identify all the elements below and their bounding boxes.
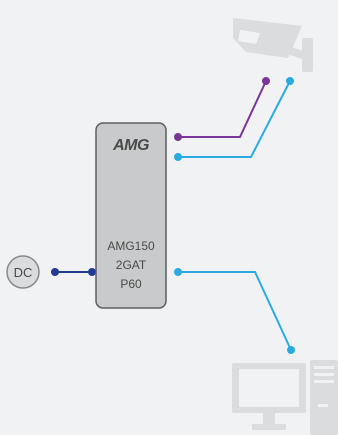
camera-link-purple [178,80,267,138]
device-model-line-1: AMG150 [107,239,155,253]
camera-port-blue [286,77,294,85]
dc-link-port-right [88,268,96,276]
device-model-line-3: P60 [120,277,142,291]
device-port-purple [174,133,182,141]
dc-label: DC [14,265,33,280]
device-model-line-2: 2GAT [116,258,147,272]
computer-link-blue [178,271,292,351]
dc-power-source: DC [6,255,40,289]
device-port-blue-bottom [174,268,182,276]
dc-link-port-left [51,268,59,276]
device-logo: AMG [112,137,149,154]
camera-port-purple [262,77,270,85]
computer-port-blue [287,346,295,354]
amg-device: AMG AMG150 2GAT P60 [95,122,167,309]
device-port-blue-top [174,153,182,161]
desktop-computer-icon [232,360,338,435]
camera-link-blue [178,80,291,158]
cctv-camera-icon [233,18,313,72]
